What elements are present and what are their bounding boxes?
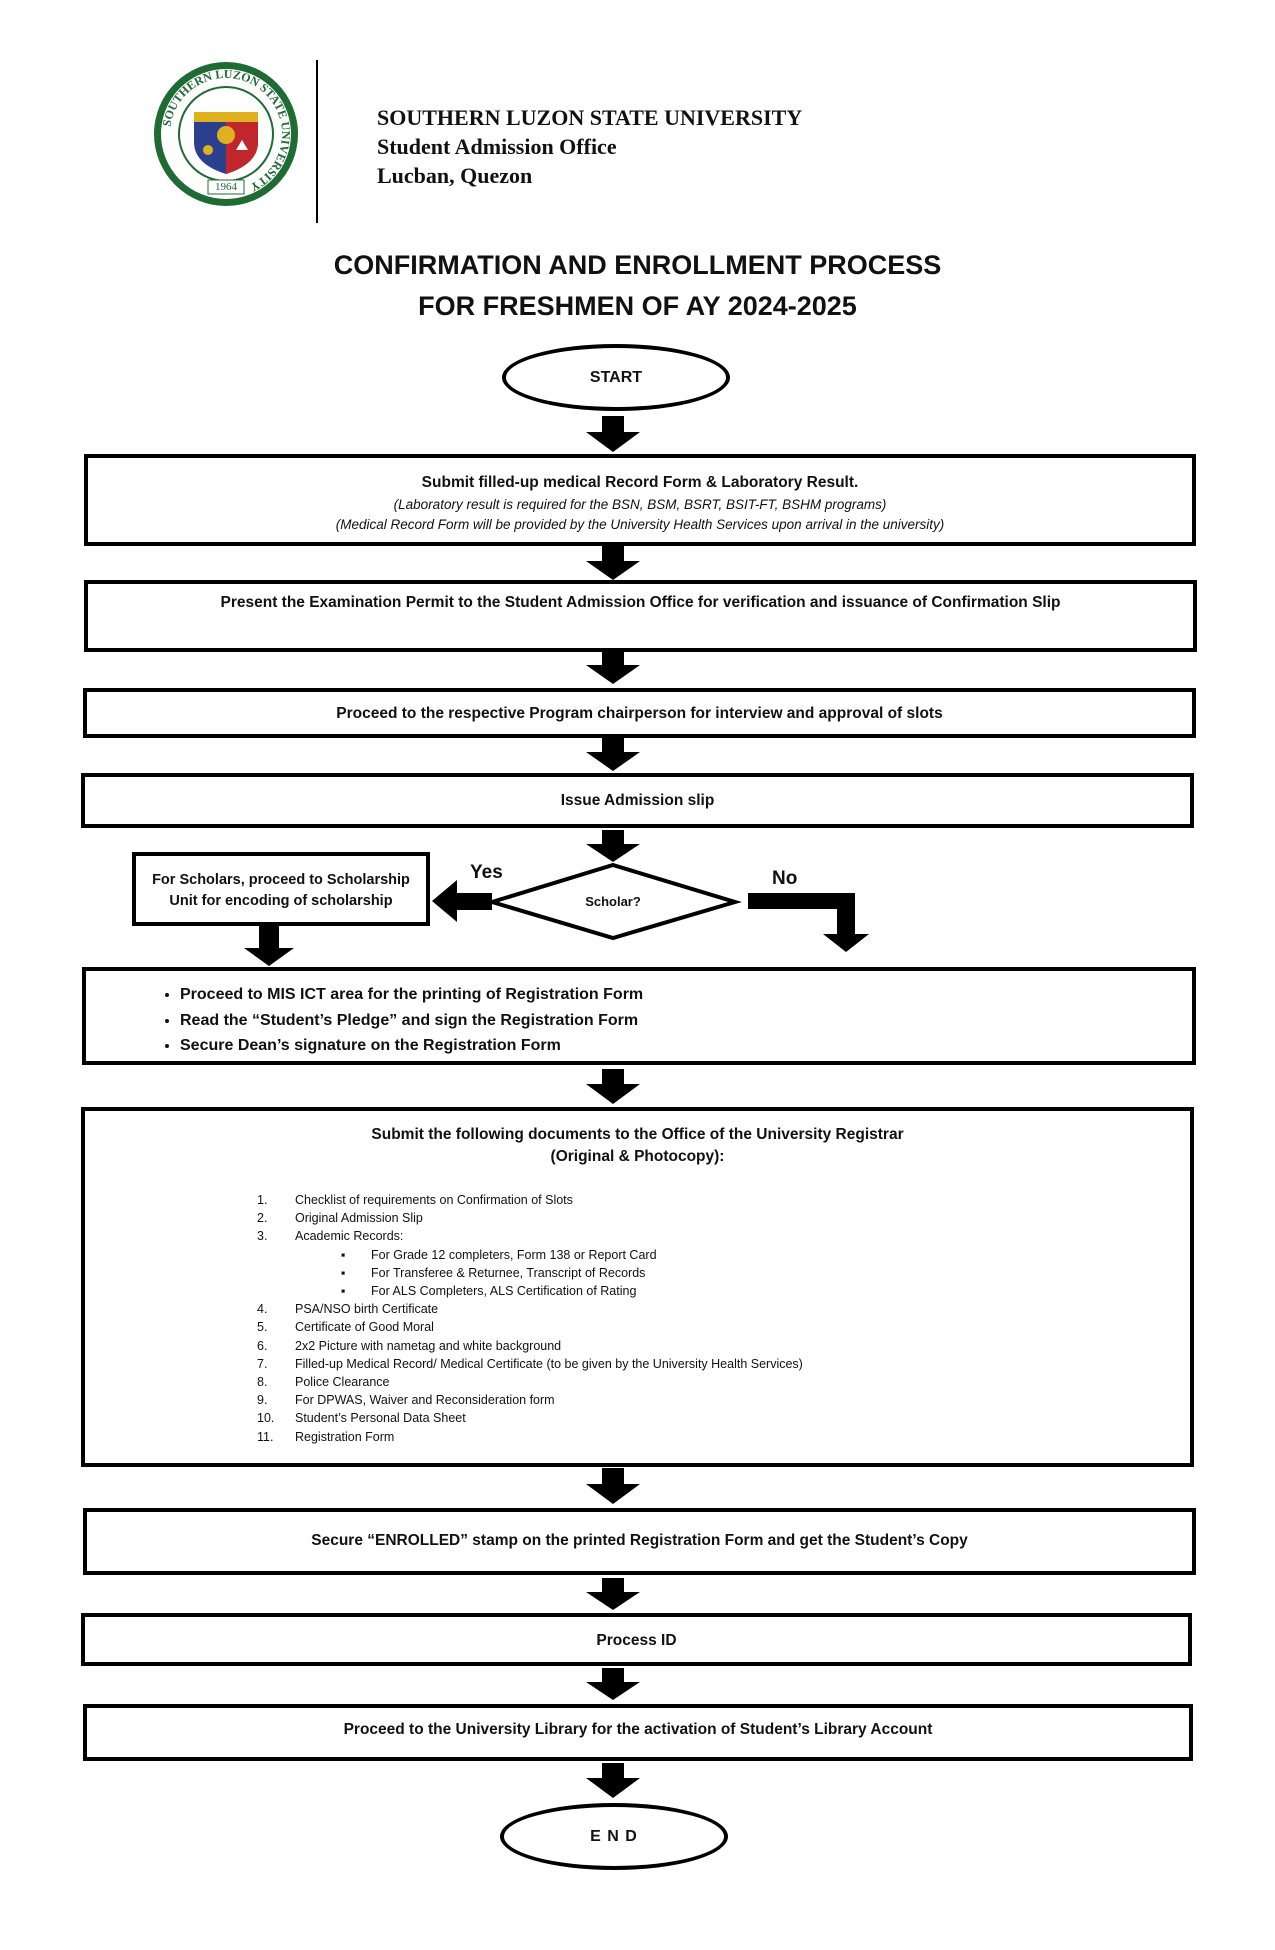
registration-step-item: Read the “Student’s Pledge” and sign the… bbox=[180, 1008, 1192, 1034]
decision-yes-label: Yes bbox=[470, 862, 503, 883]
document-sub-item: ▪For Grade 12 completers, Form 138 or Re… bbox=[341, 1247, 657, 1262]
step-admission-slip-label: Issue Admission slip bbox=[560, 792, 715, 809]
office-name: Student Admission Office bbox=[377, 134, 617, 159]
step-enrolled-stamp: Secure “ENROLLED” stamp on the printed R… bbox=[83, 1508, 1196, 1575]
registration-steps-list: Proceed to MIS ICT area for the printing… bbox=[86, 982, 1192, 1059]
step-examination-permit: Present the Examination Permit to the St… bbox=[84, 580, 1197, 652]
document-item: 9.For DPWAS, Waiver and Reconsideration … bbox=[257, 1393, 555, 1408]
step-library-account-label: Proceed to the University Library for th… bbox=[343, 1721, 933, 1738]
document-item: 4.PSA/NSO birth Certificate bbox=[257, 1302, 439, 1317]
end-terminal: E N D bbox=[500, 1803, 728, 1870]
start-terminal: START bbox=[502, 344, 730, 411]
document-item: 5.Certificate of Good Moral bbox=[257, 1320, 434, 1335]
step-examination-permit-label: Present the Examination Permit to the St… bbox=[220, 594, 1061, 611]
document-item: 10.Student’s Personal Data Sheet bbox=[257, 1411, 466, 1426]
submit-documents-heading-1: Submit the following documents to the Of… bbox=[371, 1126, 904, 1143]
step-process-id-label: Process ID bbox=[596, 1632, 677, 1649]
scholar-box-line-1: For Scholars, proceed to Scholarship bbox=[152, 872, 410, 888]
yes-arrow bbox=[432, 880, 492, 922]
step-program-chairperson-label: Proceed to the respective Program chairp… bbox=[336, 705, 943, 722]
document-item: 2.Original Admission Slip bbox=[257, 1211, 423, 1226]
decision-question: Scholar? bbox=[585, 894, 641, 909]
scholar-box: For Scholars, proceed to Scholarship Uni… bbox=[132, 852, 430, 926]
step-library-account: Proceed to the University Library for th… bbox=[83, 1704, 1193, 1761]
step-admission-slip: Issue Admission slip bbox=[81, 773, 1194, 828]
step-medical-record-note-1: (Laboratory result is required for the B… bbox=[393, 497, 887, 512]
step-medical-record-main: Submit filled-up medical Record Form & L… bbox=[421, 474, 859, 491]
registration-step-item: Secure Dean’s signature on the Registrat… bbox=[180, 1033, 1192, 1059]
scholar-down-arrow bbox=[244, 925, 294, 966]
title-line-1: CONFIRMATION AND ENROLLMENT PROCESS bbox=[333, 250, 942, 280]
start-label: START bbox=[589, 368, 643, 386]
university-seal: SOUTHERN LUZON STATE UNIVERSITY 1964 bbox=[152, 60, 300, 208]
scholar-box-line-2: Unit for encoding of scholarship bbox=[169, 893, 393, 909]
office-location: Lucban, Quezon bbox=[377, 163, 533, 188]
decision-no-label: No bbox=[772, 868, 798, 889]
university-name: SOUTHERN LUZON STATE UNIVERSITY bbox=[377, 105, 803, 130]
document-sub-item: ▪For Transferee & Returnee, Transcript o… bbox=[341, 1265, 646, 1280]
step-enrolled-stamp-label: Secure “ENROLLED” stamp on the printed R… bbox=[311, 1532, 968, 1549]
header-text: SOUTHERN LUZON STATE UNIVERSITY Student … bbox=[377, 103, 802, 190]
submit-documents-heading-2: (Original & Photocopy): bbox=[550, 1148, 725, 1165]
document-item: 6.2x2 Picture with nametag and white bac… bbox=[257, 1338, 562, 1353]
step-process-id: Process ID bbox=[81, 1613, 1192, 1666]
header-divider bbox=[316, 60, 318, 223]
title-line-2: FOR FRESHMEN OF AY 2024-2025 bbox=[418, 291, 857, 321]
no-arrow bbox=[748, 893, 869, 952]
document-item: 3.Academic Records: bbox=[257, 1229, 404, 1244]
decision-diamond bbox=[485, 862, 742, 941]
step-program-chairperson: Proceed to the respective Program chairp… bbox=[83, 688, 1196, 738]
step-medical-record-note-2: (Medical Record Form will be provided by… bbox=[335, 517, 945, 532]
document-item: 8.Police Clearance bbox=[257, 1375, 390, 1390]
end-label: E N D bbox=[590, 1827, 638, 1845]
document-sub-item: ▪For ALS Completers, ALS Certification o… bbox=[341, 1284, 637, 1299]
registration-step-item: Proceed to MIS ICT area for the printing… bbox=[180, 982, 1192, 1008]
document-item: 1.Checklist of requirements on Confirmat… bbox=[257, 1193, 573, 1207]
document-item: 11.Registration Form bbox=[257, 1429, 395, 1444]
step-registration-form: Proceed to MIS ICT area for the printing… bbox=[82, 967, 1196, 1065]
seal-year: 1964 bbox=[215, 181, 237, 193]
down-arrow bbox=[586, 416, 640, 1798]
document-item: 7.Filled-up Medical Record/ Medical Cert… bbox=[257, 1356, 803, 1371]
step-medical-record: Submit filled-up medical Record Form & L… bbox=[84, 454, 1196, 546]
documents-list: 1.Checklist of requirements on Confirmat… bbox=[257, 1191, 803, 1446]
page-title: CONFIRMATION AND ENROLLMENT PROCESS FOR … bbox=[0, 245, 1275, 327]
step-submit-documents: Submit the following documents to the Of… bbox=[81, 1107, 1194, 1467]
